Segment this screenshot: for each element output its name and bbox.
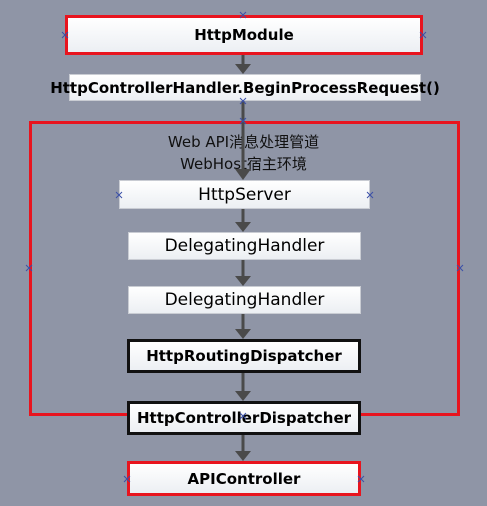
arrow-5-head [235, 329, 251, 339]
arrow-2-head [235, 169, 251, 180]
http-module-box: HttpModule [65, 15, 423, 55]
selection-handles [25, 11, 464, 483]
arrow-6-head [235, 391, 251, 401]
delegating-handler-box-1: DelegatingHandler [128, 232, 361, 260]
delegating-handler-box-2: DelegatingHandler [128, 286, 361, 314]
http-routing-dispatcher-box: HttpRoutingDispatcher [127, 339, 361, 373]
arrow-3-head [235, 222, 251, 232]
http-server-box: HttpServer [119, 180, 370, 209]
begin-process-request-box: HttpControllerHandler.BeginProcessReques… [50, 74, 440, 101]
api-controller-box: APIController [127, 461, 361, 496]
arrow-7-head [235, 451, 251, 461]
http-controller-dispatcher-box: HttpControllerDispatcher [127, 401, 361, 435]
arrow-1-head [235, 64, 251, 74]
arrow-4-head [235, 276, 251, 286]
